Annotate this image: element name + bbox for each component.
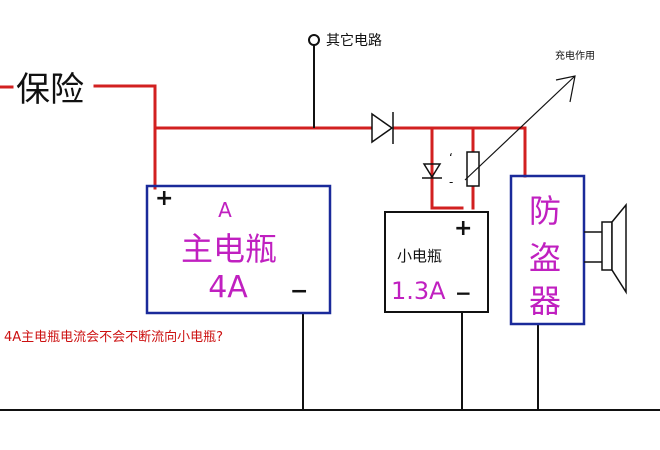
small-battery-rating: 1.3A: [391, 277, 446, 305]
anti-theft-char-1: 防: [529, 192, 561, 230]
main-battery-plus: +: [155, 186, 173, 211]
question-text: 4A主电瓶电流会不会不断流向小电瓶?: [4, 329, 223, 345]
main-battery-minus: −: [290, 279, 308, 304]
speaker-icon: [584, 202, 627, 295]
resistor: [466, 151, 480, 187]
series-diode: [371, 112, 394, 144]
anti-theft-char-2: 盗: [529, 239, 561, 277]
main-battery-box: [145, 184, 332, 315]
other-circuit-terminal: [308, 34, 320, 46]
charging-arrow: [464, 75, 576, 181]
small-battery-box: [384, 211, 489, 313]
red-wires: [0, 84, 527, 210]
branch-diode: [422, 163, 442, 179]
anti-theft-box: [509, 174, 586, 326]
main-battery-rating: 4A: [208, 270, 248, 305]
resistor-dots: ‘: [449, 151, 453, 165]
small-battery-minus: −: [455, 281, 472, 305]
other-circuit-label: 其它电路: [326, 32, 382, 49]
small-battery-plus: +: [454, 216, 472, 241]
small-battery-name: 小电瓶: [397, 247, 442, 265]
anti-theft-char-3: 器: [529, 282, 561, 320]
black-wires: [0, 44, 660, 411]
main-battery-letter: A: [218, 198, 232, 222]
resistor-tick: -: [449, 175, 453, 189]
fuse-label: 保险: [16, 70, 84, 110]
main-battery-name: 主电瓶: [181, 230, 277, 268]
charging-function-label: 充电作用: [555, 49, 595, 62]
